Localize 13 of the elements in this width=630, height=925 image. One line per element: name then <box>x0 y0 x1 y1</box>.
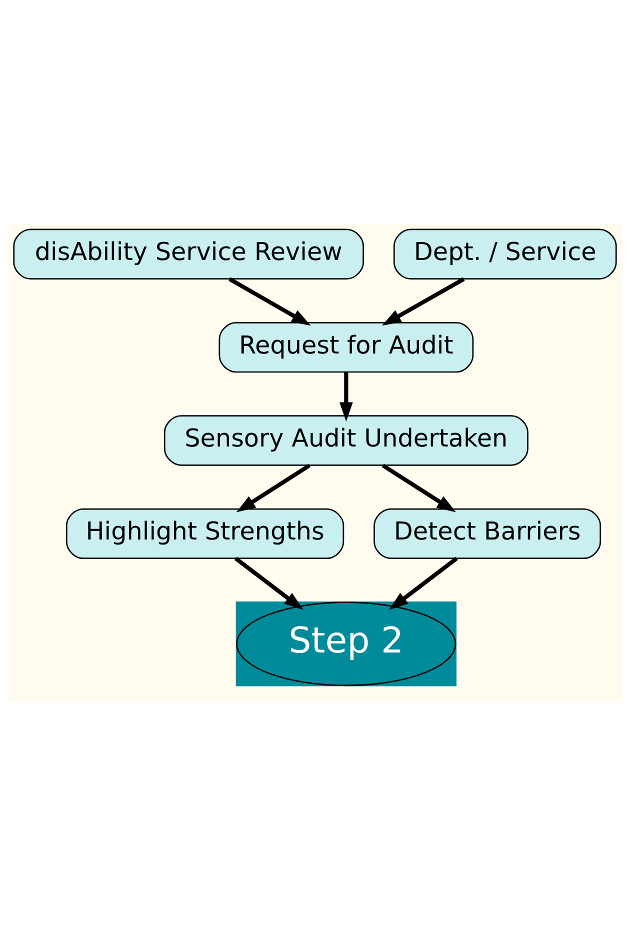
node-box: Dept. / Service <box>393 228 617 279</box>
arrow <box>228 276 311 326</box>
arrow <box>339 372 353 421</box>
arrow <box>382 463 456 512</box>
node-box: Detect Barriers <box>374 508 602 559</box>
node-box: Request for Audit <box>218 321 474 372</box>
arrow <box>234 556 304 610</box>
arrow <box>236 463 311 512</box>
node-box: disAbility Service Review <box>13 228 364 279</box>
arrow <box>382 276 465 326</box>
node-box: Sensory Audit Undertaken <box>164 414 528 466</box>
node-box: Highlight Strengths <box>66 508 344 559</box>
arrow <box>389 556 458 610</box>
